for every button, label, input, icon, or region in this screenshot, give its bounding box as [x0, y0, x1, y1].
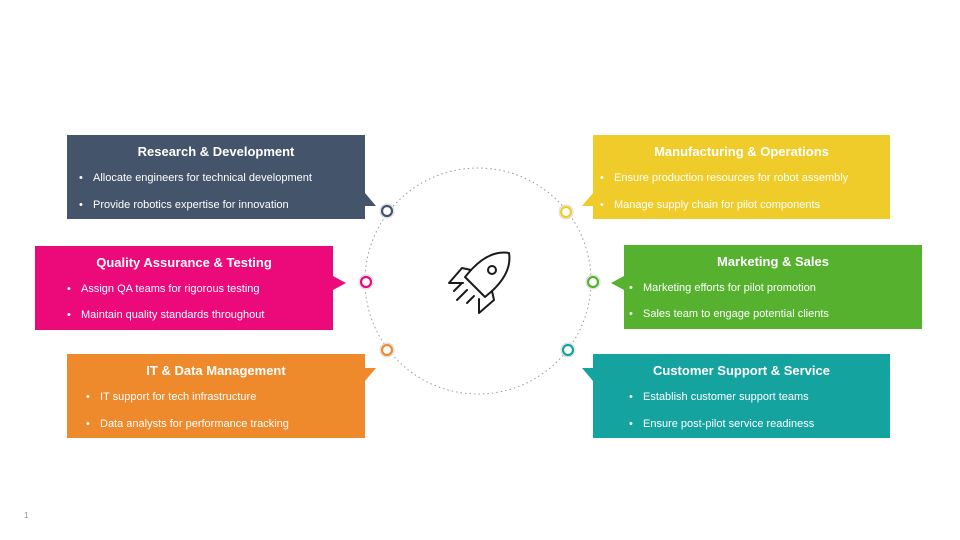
dot-mfg — [558, 204, 574, 220]
card-title: Manufacturing & Operations — [654, 144, 829, 159]
card-bullet: Maintain quality standards throughout — [67, 309, 264, 321]
callout-pointer-rd — [365, 193, 376, 206]
card-bullet: Manage supply chain for pilot components — [600, 199, 820, 211]
dot-mkt — [585, 274, 601, 290]
card-bullet: Marketing efforts for pilot promotion — [629, 282, 816, 294]
card-it-data-management: IT & Data Management IT support for tech… — [67, 354, 365, 438]
callout-pointer-it — [365, 368, 376, 381]
card-marketing-sales: Marketing & Sales Marketing efforts for … — [624, 245, 922, 329]
card-bullet: Sales team to engage potential clients — [629, 308, 829, 320]
card-bullet: Ensure production resources for robot as… — [600, 172, 848, 184]
card-bullet: Data analysts for performance tracking — [86, 418, 289, 430]
card-bullet: Ensure post-pilot service readiness — [629, 418, 814, 430]
callout-pointer-cs — [582, 368, 593, 381]
card-title: IT & Data Management — [146, 363, 286, 378]
callout-pointer-qa — [333, 276, 346, 290]
card-manufacturing-operations: Manufacturing & Operations Ensure produc… — [593, 135, 890, 219]
hub-circle — [364, 167, 592, 395]
card-bullet: Establish customer support teams — [629, 391, 809, 403]
card-bullet: Allocate engineers for technical develop… — [79, 172, 312, 184]
dot-qa — [358, 274, 374, 290]
card-title: Marketing & Sales — [717, 254, 829, 269]
dot-cs — [560, 342, 576, 358]
card-quality-assurance-testing: Quality Assurance & Testing Assign QA te… — [35, 246, 333, 330]
dot-it — [379, 342, 395, 358]
card-research-development: Research & Development Allocate engineer… — [67, 135, 365, 219]
rocket-icon — [448, 251, 511, 314]
callout-pointer-mkt — [611, 276, 624, 290]
callout-pointer-mfg — [582, 193, 593, 206]
card-bullet: Provide robotics expertise for innovatio… — [79, 199, 289, 211]
card-customer-support-service: Customer Support & Service Establish cus… — [593, 354, 890, 438]
dot-rd — [379, 203, 395, 219]
card-bullet: Assign QA teams for rigorous testing — [67, 283, 259, 295]
card-title: Customer Support & Service — [653, 363, 830, 378]
card-title: Quality Assurance & Testing — [96, 255, 272, 270]
page-number: 1 — [24, 511, 29, 520]
card-title: Research & Development — [137, 144, 295, 159]
card-bullet: IT support for tech infrastructure — [86, 391, 256, 403]
